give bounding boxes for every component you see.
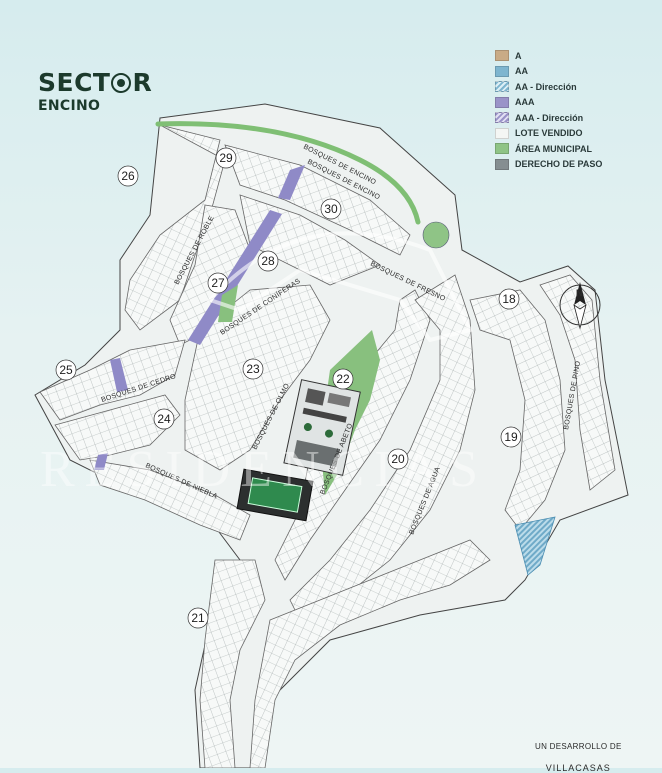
lot-block-sector-25 — [39, 339, 186, 421]
sector-label-18: 18 — [498, 288, 520, 310]
legend-item-aa-direccion: AA - Dirección — [495, 79, 602, 95]
legend-item-a: A — [495, 48, 602, 64]
svg-text:25: 25 — [59, 363, 73, 377]
legend-label: AA — [515, 66, 528, 77]
legend-swatch-aaa-direccion — [495, 112, 509, 124]
legend-label: DERECHO DE PASO — [515, 159, 603, 170]
lot-block-sector-21 — [199, 559, 266, 768]
legend-item-aa: AA — [495, 64, 602, 80]
roundabout-green — [422, 221, 450, 249]
svg-text:30: 30 — [324, 202, 338, 216]
sector-title: SECT R ENCINO — [38, 70, 152, 115]
legend-swatch-aa — [495, 65, 509, 77]
area-municipal-27 — [218, 285, 238, 322]
lot-block-sector-24 — [54, 394, 181, 461]
developer-footer: UN DESARROLLO DE VILLACASAS — [535, 742, 622, 773]
legend-label: A — [515, 50, 522, 61]
sector-label-19: 19 — [500, 426, 522, 448]
title-main: SECT R — [38, 70, 152, 96]
legend-item-aaa: AAA — [495, 95, 602, 111]
legend-item-area-municipal: ÁREA MUNICIPAL — [495, 141, 602, 157]
sector-label-23: 23 — [242, 358, 264, 380]
footer-line-1: UN DESARROLLO DE — [535, 742, 622, 751]
lot-block-sector-26 — [124, 124, 226, 331]
svg-text:20: 20 — [391, 452, 405, 466]
legend: A AA AA - Dirección AAA AAA - Dirección … — [495, 48, 602, 172]
sector-label-29: 29 — [215, 147, 237, 169]
svg-text:18: 18 — [502, 292, 516, 306]
legend-swatch-derecho-de-paso — [495, 158, 509, 170]
svg-text:19: 19 — [504, 430, 518, 444]
legend-item-lote-vendido: LOTE VENDIDO — [495, 126, 602, 142]
sector-label-24: 24 — [153, 408, 175, 430]
title-main-text-end: R — [132, 68, 153, 97]
svg-text:29: 29 — [219, 151, 233, 165]
leaf-logo-icon — [111, 73, 132, 93]
aaa-lot-strip-west — [110, 358, 128, 392]
legend-swatch-lote-vendido — [495, 127, 509, 139]
sports-court-field — [247, 477, 303, 513]
legend-label: AAA - Dirección — [515, 112, 584, 123]
title-sub: ENCINO — [38, 98, 101, 114]
svg-text:27: 27 — [211, 276, 225, 290]
compass-north-label: N — [576, 288, 583, 298]
sector-label-21: 21 — [187, 607, 209, 629]
legend-item-derecho-de-paso: DERECHO DE PASO — [495, 157, 602, 173]
watermark-logo — [206, 231, 473, 343]
legend-label: AAA — [515, 97, 535, 108]
lot-block-sector-29-30 — [224, 144, 411, 256]
sector-label-26: 26 — [117, 165, 139, 187]
svg-text:28: 28 — [261, 254, 275, 268]
sector-label-28: 28 — [257, 250, 279, 272]
compass-icon: N — [559, 282, 601, 330]
sector-label-25: 25 — [55, 359, 77, 381]
svg-text:24: 24 — [157, 412, 171, 426]
sector-label-27: 27 — [207, 272, 229, 294]
aa-direccion-lots — [514, 516, 556, 576]
svg-text:21: 21 — [191, 611, 205, 625]
title-main-text-start: SECT — [38, 68, 111, 97]
legend-label: ÁREA MUNICIPAL — [515, 143, 592, 154]
legend-swatch-aa-direccion — [495, 81, 509, 93]
sector-label-22: 22 — [332, 368, 354, 390]
watermark-text: RESIDENCIAS — [40, 441, 489, 498]
legend-swatch-aaa — [495, 96, 509, 108]
legend-label: LOTE VENDIDO — [515, 128, 583, 139]
area-municipal-strip — [155, 121, 421, 225]
legend-swatch-a — [495, 50, 509, 62]
svg-text:22: 22 — [336, 372, 350, 386]
legend-swatch-area-municipal — [495, 143, 509, 155]
sector-labels: 21 19 20 22 23 24 25 26 27 28 29 30 18 — [55, 147, 522, 629]
lot-block-south — [249, 539, 491, 768]
aaa-lot-strip-north — [278, 165, 305, 200]
legend-item-aaa-direccion: AAA - Dirección — [495, 110, 602, 126]
legend-label: AA - Dirección — [515, 81, 577, 92]
lot-block-niebla — [89, 459, 251, 541]
svg-text:23: 23 — [246, 362, 260, 376]
footer-brand: VILLACASAS — [545, 763, 611, 773]
svg-text:26: 26 — [121, 169, 135, 183]
aaa-lot-strip-cedro — [94, 453, 108, 470]
sector-label-30: 30 — [320, 198, 342, 220]
sector-label-20: 20 — [387, 448, 409, 470]
clubhouse-details — [293, 388, 352, 467]
